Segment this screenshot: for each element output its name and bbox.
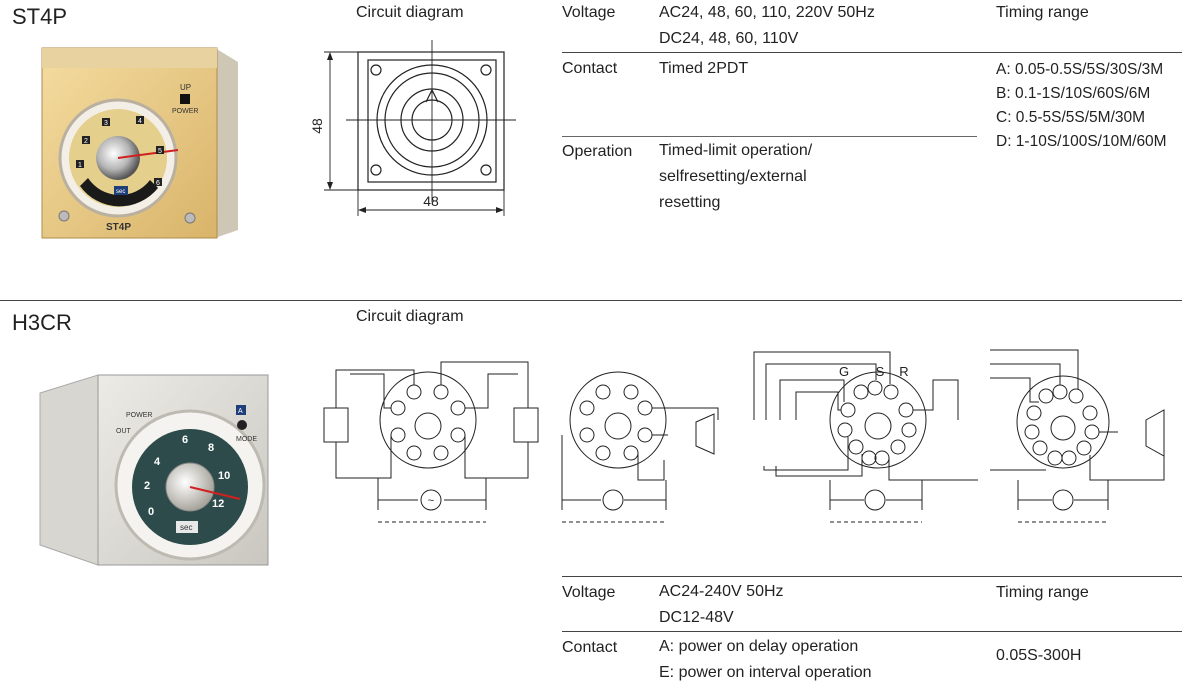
st4p-voltage-line: DC24, 48, 60, 110V xyxy=(659,30,799,47)
st4p-timing-line: A: 0.05-0.5S/5S/30S/3M xyxy=(996,61,1164,78)
h3cr-contact-line: A: power on delay operation xyxy=(659,638,859,655)
h3cr-dial-mark: 12 xyxy=(212,498,224,510)
h3cr-row-divider xyxy=(562,576,1182,577)
st4p-dial-mark: 6 xyxy=(156,180,160,187)
h3cr-contact-line: E: power on interval operation xyxy=(659,664,872,681)
st4p-product-image: UP POWER 1 2 3 4 5 6 sec ST4P xyxy=(41,47,238,239)
st4p-timing-line: B: 0.1-1S/10S/60S/6M xyxy=(996,85,1151,102)
h3cr-power-label: POWER xyxy=(126,412,152,419)
h3cr-dial-mark: 10 xyxy=(218,470,230,482)
st4p-voltage-line: AC24, 48, 60, 110, 220V 50Hz xyxy=(659,4,875,21)
st4p-dim-height: 48 xyxy=(309,118,325,134)
h3cr-s-label: S xyxy=(876,364,885,379)
st4p-power-label: POWER xyxy=(172,108,198,115)
st4p-timing-line: C: 0.5-5S/5S/5M/30M xyxy=(996,109,1146,126)
h3cr-row-divider xyxy=(562,631,1182,632)
st4p-row-divider xyxy=(562,52,1182,53)
st4p-dial-pointer xyxy=(117,149,179,159)
section-divider xyxy=(0,300,1182,301)
st4p-circuit-title: Circuit diagram xyxy=(356,4,464,21)
h3cr-voltage-label: Voltage xyxy=(562,584,616,601)
st4p-dial-mark: 2 xyxy=(84,138,88,145)
st4p-timing-line: D: 1-10S/100S/10M/60M xyxy=(996,133,1167,150)
h3cr-contact-label: Contact xyxy=(562,639,618,656)
h3cr-dial-mark: 6 xyxy=(182,434,188,446)
st4p-product-label: ST4P xyxy=(106,222,131,233)
st4p-operation-line: resetting xyxy=(659,194,721,211)
st4p-contact-label: Contact xyxy=(562,60,618,77)
st4p-operation-line: Timed-limit operation/ xyxy=(659,142,813,159)
st4p-dimension-drawing: 48 48 xyxy=(309,40,516,216)
h3cr-r-label: R xyxy=(899,364,908,379)
h3cr-model-title: H3CR xyxy=(12,310,72,335)
st4p-dial-mark: 5 xyxy=(158,148,162,155)
h3cr-dial-pointer xyxy=(189,486,241,500)
st4p-dim-width: 48 xyxy=(423,193,439,209)
h3cr-circuit-title: Circuit diagram xyxy=(356,308,464,325)
h3cr-voltage-line: AC24-240V 50Hz xyxy=(659,583,784,600)
st4p-dial-mark: 1 xyxy=(78,162,82,169)
st4p-dial-mark: 4 xyxy=(138,118,142,125)
h3cr-timing-value: 0.05S-300H xyxy=(996,647,1082,664)
h3cr-a-label: A xyxy=(238,408,243,415)
h3cr-product-image: 0 2 4 6 8 10 12 sec POWER OUT A MODE xyxy=(39,374,269,566)
h3cr-dial-mark: 4 xyxy=(154,456,161,468)
h3cr-dial-mark: 0 xyxy=(148,506,154,518)
h3cr-out-label: OUT xyxy=(116,428,132,435)
h3cr-wiring-diagrams: G S R ~ xyxy=(323,349,1165,523)
h3cr-g-label: G xyxy=(839,364,849,379)
h3cr-timing-label: Timing range xyxy=(996,584,1089,601)
st4p-operation-line: selfresetting/external xyxy=(659,168,807,185)
st4p-operation-label: Operation xyxy=(562,143,633,160)
st4p-up-label: UP xyxy=(180,83,191,92)
st4p-dial-mark: 3 xyxy=(104,120,108,127)
st4p-sec-label: sec xyxy=(116,189,125,195)
ac-source-icon: ~ xyxy=(428,495,434,507)
power-led-icon xyxy=(180,94,190,104)
h3cr-dial-mark: 8 xyxy=(208,442,214,454)
h3cr-dial-mark: 2 xyxy=(144,480,150,492)
st4p-row-divider xyxy=(562,136,977,137)
st4p-timing-label: Timing range xyxy=(996,4,1089,21)
h3cr-voltage-line: DC12-48V xyxy=(659,609,734,626)
h3cr-sec-label: sec xyxy=(180,523,192,532)
st4p-contact-value: Timed 2PDT xyxy=(659,60,749,77)
h3cr-mode-label: MODE xyxy=(236,436,257,443)
st4p-model-title: ST4P xyxy=(12,4,68,29)
mode-knob-icon xyxy=(237,420,247,430)
st4p-voltage-label: Voltage xyxy=(562,4,616,21)
